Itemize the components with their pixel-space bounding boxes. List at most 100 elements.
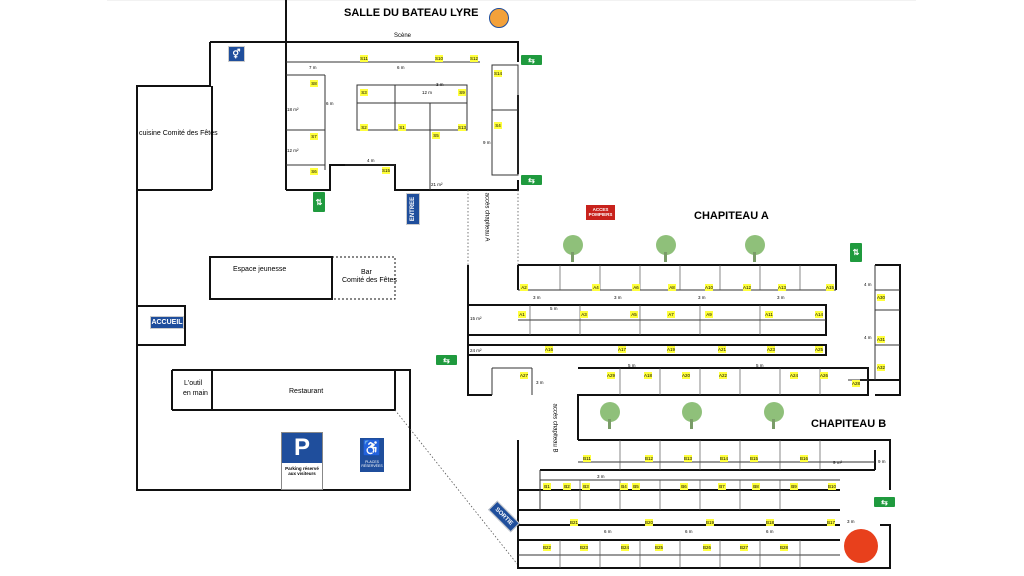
- wall-main-left: [136, 42, 411, 491]
- stand-tag: S7: [310, 133, 318, 140]
- room-restaurant-label: Restaurant: [289, 388, 324, 395]
- stand-tag: A4: [592, 284, 600, 291]
- measure: 6 m: [326, 101, 334, 106]
- accueil-sign: ACCUEIL: [150, 316, 184, 329]
- wall-salle-bottom-right: [436, 180, 519, 191]
- stand-tag: A22: [719, 372, 728, 379]
- stand-tag: B26: [703, 544, 712, 551]
- measure: 6 m: [604, 529, 612, 534]
- room-bar: [331, 256, 396, 300]
- exit-icon: ⇅: [313, 192, 325, 212]
- measure: 6 m: [397, 65, 405, 70]
- stand-tag: B20: [645, 519, 654, 526]
- stand-tag: A9: [705, 311, 713, 318]
- stand-tag: A2: [520, 284, 528, 291]
- measure: 5 m: [756, 363, 764, 368]
- measure: 3 m: [533, 295, 541, 300]
- stand-tag: B12: [645, 455, 654, 462]
- stand-tag: B10: [828, 483, 837, 490]
- wheelchair-icon: ♿: [362, 440, 382, 457]
- stand-tag: S13: [458, 124, 467, 131]
- stand-tag: B22: [543, 544, 552, 551]
- stand-tag: S10: [435, 55, 444, 62]
- stand-tag: S8: [310, 80, 318, 87]
- wall-salle-bottom: [286, 164, 436, 191]
- stand-tag: B14: [720, 455, 729, 462]
- measure: 3 m: [536, 380, 544, 385]
- stand-tag: A7: [667, 311, 675, 318]
- room-outil-line2: en main: [183, 390, 208, 397]
- exit-icon: ⇆: [521, 55, 542, 65]
- handicap-sign: ♿ PLACES RÉSERVÉES: [360, 438, 384, 472]
- location-marker: [844, 529, 878, 563]
- stand-tag: A29: [607, 372, 616, 379]
- stand-tag: B17: [827, 519, 836, 526]
- stand-tag: B19: [706, 519, 715, 526]
- measure: 5 m: [628, 363, 636, 368]
- measure: 12 m: [422, 90, 433, 95]
- stand-tag: S4: [494, 122, 502, 129]
- stand-tag: A32: [877, 364, 886, 371]
- stand-tag: A27: [520, 372, 529, 379]
- stand-tag: A16: [545, 346, 554, 353]
- stand-tag: A17: [618, 346, 627, 353]
- room-cuisine: cuisine Comité des Fêtes: [139, 130, 218, 137]
- stand-tag: B11: [583, 455, 591, 462]
- parking-sign: P Parking réservé aux visiteurs: [281, 432, 323, 490]
- measure: 7 m: [309, 65, 317, 70]
- measure: 3 m: [698, 295, 706, 300]
- stand-tag: A6: [632, 284, 640, 291]
- stand-tag: S9: [458, 89, 466, 96]
- stand-tag: S12: [470, 55, 479, 62]
- acces-pompiers-sign: ACCES POMPIERS: [586, 205, 615, 220]
- stand-tag: B7: [718, 483, 726, 490]
- stand-tag: S14: [494, 70, 503, 77]
- measure: 6 m: [685, 529, 693, 534]
- stand-tag: B24: [621, 544, 630, 551]
- stand-tag: A18: [644, 372, 653, 379]
- stand-tag: A30: [877, 294, 886, 301]
- measure: 5 m: [550, 306, 558, 311]
- stand-tag: A31: [877, 336, 886, 343]
- measure: 6 m: [766, 529, 774, 534]
- stand-tag: A28: [852, 380, 861, 387]
- acces-chapiteau-a-label: accès chapiteau A: [483, 192, 490, 242]
- stand-tag: B1: [543, 483, 551, 490]
- parking-letter: P: [282, 433, 322, 463]
- stand-tag: A21: [718, 346, 727, 353]
- measure: 24 m²: [470, 348, 482, 353]
- stand-tag: A24: [790, 372, 799, 379]
- stand-tag: B18: [766, 519, 775, 526]
- room-bar-line2: Comité des Fêtes: [342, 277, 397, 284]
- stand-tag: A5: [630, 311, 638, 318]
- measure: 9 m: [483, 140, 491, 145]
- exit-icon: ⇆: [521, 175, 542, 185]
- measure: 3 m: [614, 295, 622, 300]
- title-salle: SALLE DU BATEAU LYRE: [344, 7, 479, 19]
- stand-tag: A11: [765, 311, 773, 318]
- wall-accueil: [137, 305, 186, 346]
- stand-tag: A25: [815, 346, 824, 353]
- stand-tag: S6: [310, 168, 318, 175]
- stand-tag: A19: [667, 346, 676, 353]
- measure: 3 m: [436, 82, 444, 87]
- stand-tag: B16: [800, 455, 809, 462]
- stand-tag: B15: [750, 455, 759, 462]
- measure: 3 m: [777, 295, 785, 300]
- stand-tag: S3: [360, 89, 368, 96]
- measure: 15 m²: [470, 316, 482, 321]
- room-espace-jeunesse-label: Espace jeunesse: [233, 266, 287, 273]
- stand-tag: B4: [620, 483, 628, 490]
- stand-tag: B13: [684, 455, 693, 462]
- stand-tag: A14: [815, 311, 824, 318]
- stand-tag: B21: [570, 519, 579, 526]
- stand-tag: B5: [632, 483, 640, 490]
- stand-tag: B6: [680, 483, 688, 490]
- stand-tag: A26: [820, 372, 829, 379]
- stand-tag: B2: [563, 483, 571, 490]
- measure: 4 m: [864, 282, 872, 287]
- room-scene: Scène: [394, 33, 412, 39]
- restroom-icon: ⚥: [228, 46, 245, 62]
- acces-chapiteau-b-label: accès chapiteau B: [551, 403, 558, 453]
- stand-tag: B23: [580, 544, 589, 551]
